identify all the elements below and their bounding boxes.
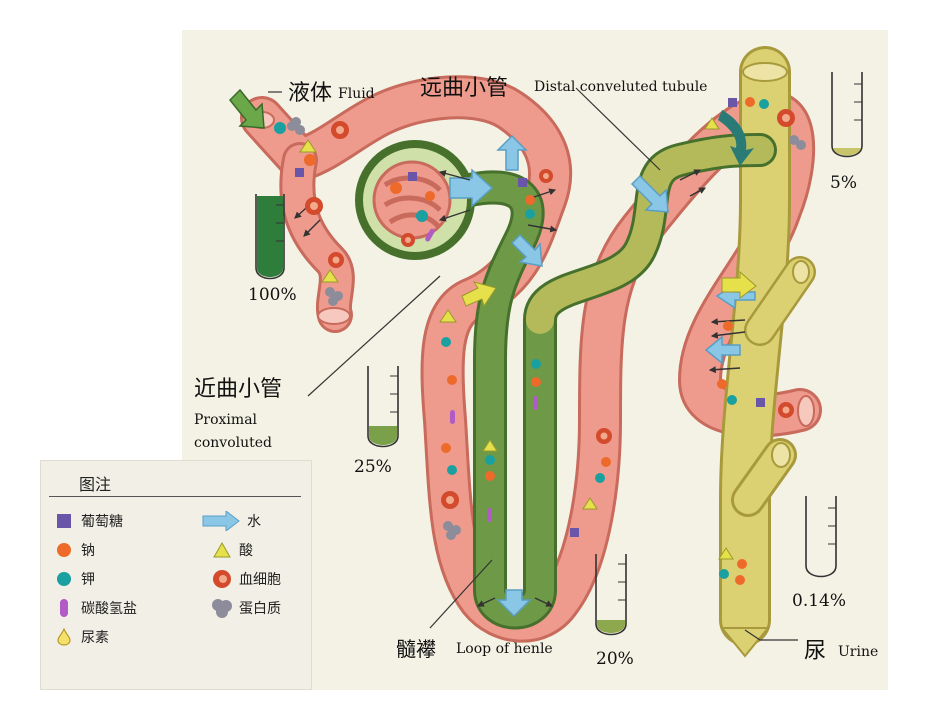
legend-item-urea: 尿素 <box>53 627 109 647</box>
glomerulus <box>372 160 452 247</box>
collecting-duct <box>719 46 816 646</box>
tube-level-proximal: 25% <box>354 457 392 477</box>
legend-item-glucose: 葡萄糖 <box>53 511 123 531</box>
duct-opening <box>771 442 791 468</box>
fluid-inflow-arrow <box>228 88 265 129</box>
legend-divider <box>49 496 301 497</box>
legend-item-blood-cell: 血细胞 <box>211 569 281 589</box>
legend-label: 碳酸氢盐 <box>81 601 137 617</box>
tube-level-distal: 5% <box>830 173 857 193</box>
orange-circle-icon <box>53 540 75 560</box>
purple-square-icon <box>53 511 75 531</box>
measuring-tube-fluid <box>255 194 285 280</box>
legend-label: 钾 <box>81 572 95 588</box>
legend-label: 葡萄糖 <box>81 514 123 530</box>
legend-label: 血细胞 <box>239 572 281 588</box>
proximal-label-en-1: Proximal <box>194 412 258 428</box>
duct-opening <box>742 62 788 82</box>
legend-label: 尿素 <box>81 630 109 646</box>
legend-item-bicarbonate: 碳酸氢盐 <box>53 598 137 618</box>
legend-item-water: 水 <box>201 511 261 531</box>
red-blood-cell-icon <box>211 569 233 589</box>
fluid-label-zh: 液体 <box>288 81 332 106</box>
water-flow-arrows <box>449 134 756 618</box>
measuring-tube-distal <box>831 72 863 158</box>
vessel-cut-end <box>797 395 815 427</box>
leader-lines <box>268 87 798 641</box>
legend-label: 蛋白质 <box>239 601 281 617</box>
legend-label: 钠 <box>81 543 95 559</box>
legend-title: 图注 <box>79 475 112 494</box>
yellow-drop-icon <box>53 627 75 647</box>
fluid-label-en: Fluid <box>338 86 375 102</box>
legend-label: 酸 <box>239 543 253 559</box>
loop-label-zh: 髓襻 <box>396 637 436 661</box>
legend-item-protein: 蛋白质 <box>211 598 281 618</box>
measuring-tube-loop <box>595 554 627 636</box>
blue-arrow-icon <box>201 511 241 531</box>
distal-label-zh: 远曲小管 <box>420 76 508 101</box>
tube-level-loop: 20% <box>596 649 634 669</box>
legend-item-acid: 酸 <box>211 540 253 560</box>
legend-item-potassium: 钾 <box>53 569 95 589</box>
legend-panel: 图注 葡萄糖 钠 钾 碳酸氢盐 尿素 水 酸 血细胞 蛋白质 <box>40 460 312 690</box>
measuring-tube-collecting <box>805 496 837 578</box>
urine-label-zh: 尿 <box>804 639 826 664</box>
vessel-cut-end <box>317 307 351 325</box>
urine-outlet-arrow <box>719 627 771 658</box>
distal-label-en: Distal conveluted tubule <box>534 79 707 95</box>
teal-circle-icon <box>53 569 75 589</box>
measuring-tube-proximal <box>367 366 399 448</box>
legend-item-sodium: 钠 <box>53 540 95 560</box>
tube-level-collecting: 0.14% <box>792 591 846 611</box>
tube-level-fluid: 100% <box>248 285 297 305</box>
solute-particles <box>274 97 806 585</box>
legend-label: 水 <box>247 514 261 530</box>
urine-label-en: Urine <box>838 644 878 660</box>
proximal-label-zh: 近曲小管 <box>194 377 282 402</box>
loop-label-en: Loop of henle <box>456 641 553 657</box>
duct-opening <box>792 260 810 284</box>
purple-capsule-icon <box>53 598 75 618</box>
grey-cluster-icon <box>211 598 233 618</box>
secretion-arrow <box>461 110 757 308</box>
proximal-label-en-2: convoluted <box>194 435 272 451</box>
yellow-triangle-icon <box>211 540 233 560</box>
